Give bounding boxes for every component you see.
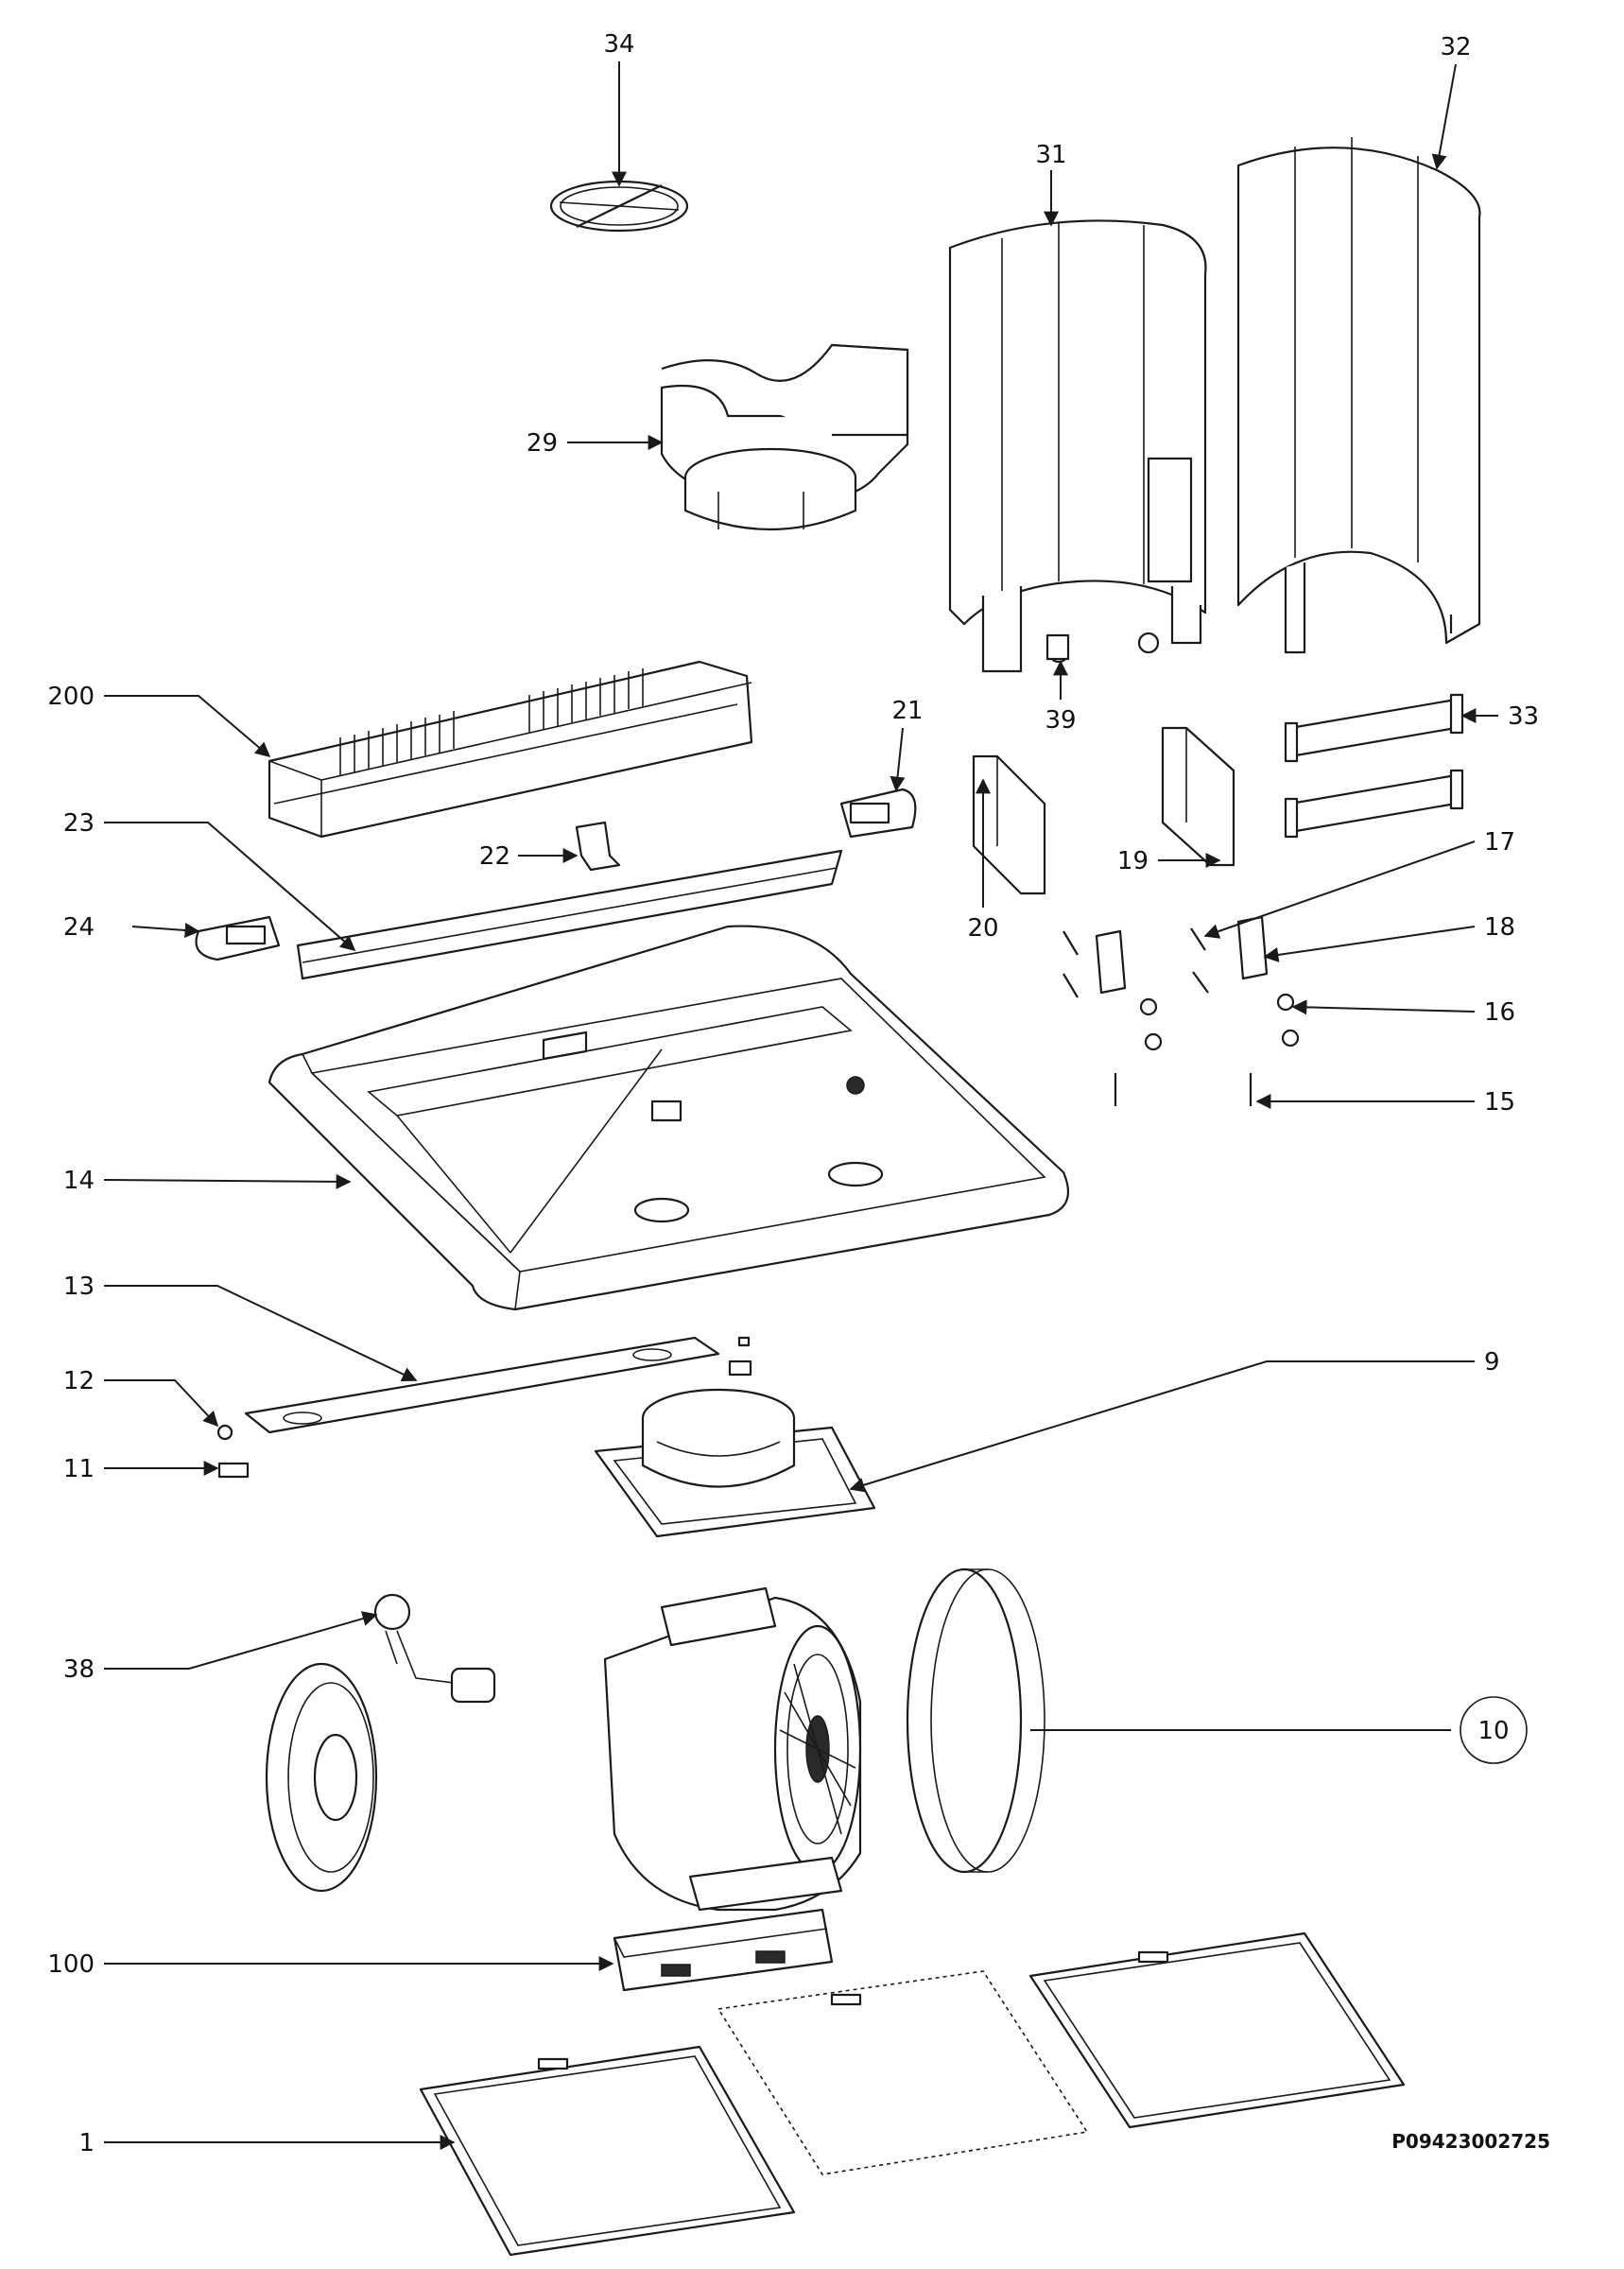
part-17-screws bbox=[1063, 927, 1209, 998]
part-22-bracket bbox=[575, 821, 621, 872]
part-24-side-clip-left bbox=[195, 915, 281, 961]
part-10-charcoal-filter bbox=[906, 1568, 1045, 1874]
vent-slots bbox=[339, 668, 644, 775]
callout-21: 21 bbox=[891, 697, 923, 725]
callout-15: 15 bbox=[1484, 1088, 1515, 1117]
callout-18: 18 bbox=[1484, 913, 1515, 942]
callout-33: 33 bbox=[1508, 702, 1539, 731]
callout-19: 19 bbox=[1117, 847, 1149, 875]
part-14-hood-body bbox=[268, 925, 1070, 1311]
part-23-front-strip bbox=[296, 849, 843, 980]
callout-10: 10 bbox=[1477, 1717, 1509, 1745]
callout-29: 29 bbox=[527, 429, 558, 458]
part-100-lighting-unit bbox=[613, 1908, 834, 1992]
part-29-duct-adaptor bbox=[660, 343, 909, 531]
callout-23: 23 bbox=[63, 809, 95, 838]
callout-11: 11 bbox=[63, 1455, 95, 1483]
callout-1: 1 bbox=[78, 2129, 95, 2157]
callout-100: 100 bbox=[47, 1950, 95, 1979]
callout-200: 200 bbox=[47, 683, 95, 711]
part-12-nut bbox=[216, 1424, 233, 1441]
leader-lines bbox=[103, 61, 1498, 2150]
part-33-wall-brackets bbox=[1284, 693, 1464, 839]
part-15-screws bbox=[1114, 1073, 1253, 1106]
callout-9: 9 bbox=[1484, 1348, 1500, 1377]
callout-12: 12 bbox=[63, 1367, 95, 1395]
callout-24: 24 bbox=[63, 913, 95, 942]
part-18-mounting-brackets bbox=[1095, 915, 1269, 995]
part-16-wall-plugs bbox=[1139, 993, 1300, 1051]
part-11-clip bbox=[217, 1462, 250, 1479]
part-13-lamp-panel bbox=[244, 1336, 752, 1434]
callout-10-circle bbox=[1460, 1696, 1528, 1764]
callout-31: 31 bbox=[1035, 141, 1066, 169]
callout-22: 22 bbox=[479, 842, 510, 871]
part-21-side-clip-right bbox=[839, 788, 917, 839]
callout-38: 38 bbox=[63, 1655, 95, 1684]
callout-20: 20 bbox=[967, 914, 998, 943]
callout-14: 14 bbox=[63, 1167, 95, 1195]
callout-39: 39 bbox=[1045, 706, 1076, 735]
part-9-motor-frame bbox=[594, 1388, 876, 1538]
part-200-electrical-housing bbox=[268, 660, 753, 839]
motor-inlet-ring bbox=[265, 1662, 378, 1893]
part-19-panel bbox=[1161, 726, 1235, 867]
part-34-grid-ring bbox=[549, 180, 689, 233]
drawing-code: P09423002725 bbox=[1391, 2130, 1550, 2153]
callout-labels: 34 32 31 29 200 21 39 33 22 23 24 20 19 … bbox=[47, 30, 1539, 2157]
part-31-chimney-cover bbox=[948, 219, 1207, 673]
part-1-grease-filters bbox=[419, 1931, 1406, 2257]
callout-17: 17 bbox=[1484, 828, 1515, 857]
part-38-capacitor bbox=[373, 1593, 496, 1704]
callout-32: 32 bbox=[1440, 33, 1471, 61]
part-39-fixing bbox=[1045, 633, 1070, 661]
callout-34: 34 bbox=[603, 30, 634, 59]
callout-16: 16 bbox=[1484, 998, 1515, 1027]
part-32-chimney-cover bbox=[1236, 137, 1481, 654]
blower-motor-housing bbox=[603, 1586, 862, 1912]
callout-13: 13 bbox=[63, 1273, 95, 1301]
part-20-panel bbox=[972, 754, 1046, 895]
